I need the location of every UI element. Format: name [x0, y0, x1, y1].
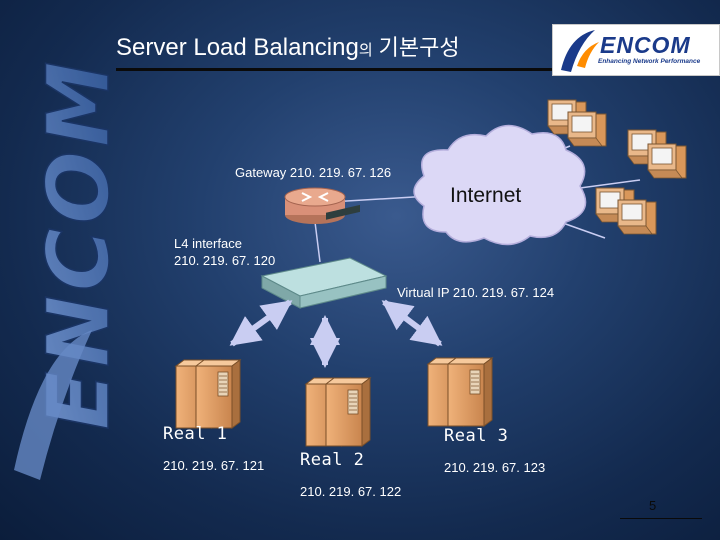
- real-2-ip: 210. 219. 67. 122: [300, 484, 402, 499]
- l4-switch-icon: [260, 204, 388, 309]
- arrow-to-real-3: [381, 299, 443, 347]
- real-1-name: Real 1: [163, 424, 228, 444]
- real-1-ip: 210. 219. 67. 121: [163, 458, 265, 473]
- encom-logo-text: ENCOM: [600, 32, 691, 58]
- virtual-ip-label: Virtual IP 210. 219. 67. 124: [397, 285, 555, 300]
- real-3-name: Real 3: [444, 426, 509, 446]
- encom-logo: [552, 24, 720, 76]
- arrow-to-real-1: [229, 299, 293, 347]
- encom-watermark: ENCOM: [14, 57, 130, 480]
- l4-interface-ip: 210. 219. 67. 120: [174, 253, 276, 268]
- internet-label: Internet: [450, 184, 522, 207]
- title-korean-particle: 의: [358, 42, 373, 59]
- page-number: 5: [649, 498, 657, 513]
- server-real-2-icon: [305, 377, 371, 447]
- server-real-1-icon: [175, 359, 241, 429]
- real-2-name: Real 2: [300, 450, 365, 470]
- svg-text:ENCOM: ENCOM: [29, 57, 129, 430]
- title-english: Server Load Balancing: [116, 34, 359, 61]
- server-real-3-icon: [427, 357, 493, 427]
- slide-title: Server Load Balancing의 기본구성: [116, 30, 460, 62]
- title-korean: 기본구성: [378, 36, 460, 61]
- encom-logo-icon: [561, 30, 599, 72]
- gateway-router-icon: [284, 187, 346, 224]
- l4-interface-label: L4 interface: [174, 236, 242, 251]
- gateway-label: Gateway 210. 219. 67. 126: [235, 165, 392, 180]
- internet-cloud: [413, 124, 587, 246]
- real-3-ip: 210. 219. 67. 123: [444, 460, 546, 475]
- title-underline: [116, 68, 552, 71]
- page-number-rule: [620, 518, 702, 519]
- encom-logo-subtitle: Enhancing Network Performance: [598, 58, 701, 65]
